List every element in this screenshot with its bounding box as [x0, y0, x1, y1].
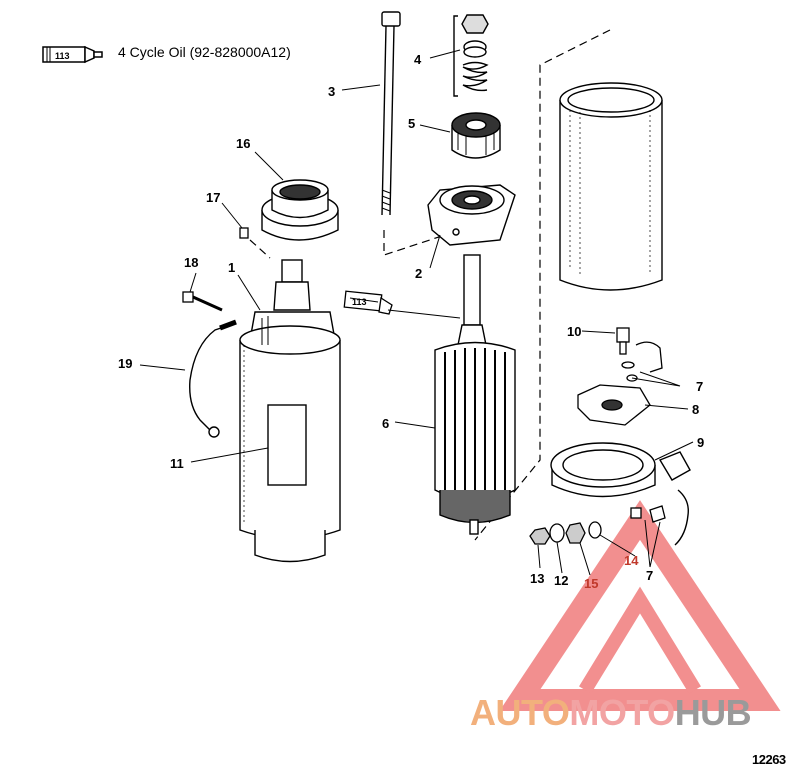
brush-holder-parts: [577, 327, 663, 426]
callout-1: 1: [228, 260, 235, 275]
watermark-text: AUTOMOTOHUB: [470, 692, 752, 733]
callout-12: 12: [554, 573, 568, 588]
ground-cable: [189, 319, 237, 438]
callout-numbers: 3 4 5 16 17 2 18 1 19 11 6 10 7 8 9 13 1…: [118, 52, 704, 591]
drive-pinion-gear: [451, 112, 501, 159]
end-bushing: [261, 179, 339, 241]
lube-tube-icon: 113: [343, 290, 393, 315]
armature: [434, 254, 516, 535]
callout-11: 11: [170, 456, 184, 471]
lube-tube-number: 113: [352, 297, 367, 307]
callout-18: 18: [184, 255, 198, 270]
callout-6: 6: [382, 416, 389, 431]
callout-15: 15: [584, 576, 598, 591]
callout-3: 3: [328, 84, 335, 99]
callout-17: 17: [206, 190, 220, 205]
oil-tube-icon: 113: [42, 45, 103, 64]
legend-tube-number: 113: [55, 51, 70, 61]
callout-5: 5: [408, 116, 415, 131]
callout-2: 2: [415, 266, 422, 281]
callout-9: 9: [697, 435, 704, 450]
screw: [182, 291, 223, 312]
leader-lines: [139, 49, 694, 576]
callout-13: 13: [530, 571, 544, 586]
callout-14: 14: [624, 553, 639, 568]
callout-16: 16: [236, 136, 250, 151]
nut-washer-spring-stack: [453, 14, 489, 97]
callout-4: 4: [414, 52, 422, 67]
callout-7-lower: 7: [646, 568, 653, 583]
terminal-hardware: [529, 505, 666, 545]
drive-end-cap: [427, 184, 516, 246]
retaining-clip: [239, 227, 249, 239]
legend-text: 4 Cycle Oil (92-828000A12): [118, 44, 291, 60]
drawing-number: 12263: [752, 752, 786, 767]
watermark-logo: [499, 500, 781, 711]
callout-19: 19: [118, 356, 132, 371]
through-bolt: [381, 11, 401, 216]
callout-7-upper: 7: [696, 379, 703, 394]
callout-10: 10: [567, 324, 581, 339]
commutator-end-cap: [550, 442, 691, 546]
callout-8: 8: [692, 402, 699, 417]
starter-motor: [239, 259, 341, 563]
frame-housing: [559, 82, 663, 291]
